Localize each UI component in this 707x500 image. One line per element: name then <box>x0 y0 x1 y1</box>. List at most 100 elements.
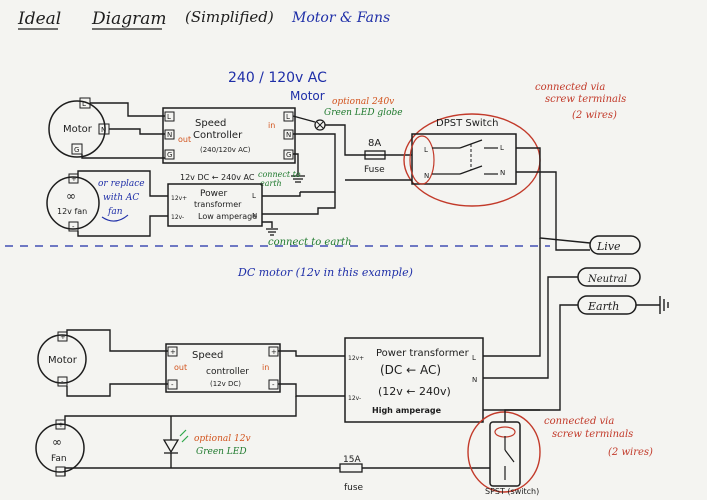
dpst-contacts <box>432 139 498 175</box>
ac-motor-heading: Motor <box>290 89 325 103</box>
ac-replace-note-line3: fan <box>107 207 123 217</box>
dc-pt-line4: High amperage <box>372 406 442 415</box>
ac-speed-controller-line2: Controller <box>193 130 243 141</box>
earth-icon-1 <box>291 175 305 183</box>
earth-icon-2 <box>266 228 278 236</box>
ac-pt-pin-12v-minus: 12v- <box>171 214 184 221</box>
ac-motor-pin-g <box>71 143 83 155</box>
ac-pt-pin-n: N <box>252 212 257 220</box>
dc-speed-controller <box>165 343 281 393</box>
ac-fan-symbol <box>46 176 100 230</box>
dc-fan-infinity-icon: ∞ <box>52 435 62 449</box>
ac-wire-pt-g <box>262 221 273 228</box>
ac-pt-line1: Power <box>200 189 228 199</box>
dc-pt-line3: (12v ← 240v) <box>378 385 451 398</box>
ac-pt-pin-12v-plus: 12v+ <box>171 195 187 202</box>
ac-motor-symbol <box>48 100 106 158</box>
ac-sc-left-pin-l: L <box>167 113 171 121</box>
dc-motor-symbol <box>37 334 87 384</box>
ac-connect-earth-1-line1: connect to <box>258 170 301 179</box>
ac-wire-motor-g <box>81 154 165 159</box>
mains-wire-neutral <box>547 276 578 355</box>
mains-live-label: Live <box>596 240 621 253</box>
dpst-pin-n-out: N <box>500 169 505 177</box>
dc-fan-pin-plus-label: + <box>58 421 64 429</box>
ac-wire-pt-n <box>262 192 336 215</box>
ac-fan-pin-plus-label: + <box>71 175 77 183</box>
dc-screw-terminals-line2: screw terminals <box>552 429 633 440</box>
dc-sc-line3: (12v DC) <box>210 380 241 388</box>
dpst-pin-n: N <box>424 172 429 180</box>
dc-fan-pin-minus-label: - <box>59 468 62 476</box>
dc-motor-pin-plus-label: + <box>60 333 66 341</box>
title-ideal: Ideal <box>17 9 61 29</box>
title-diagram: Diagram <box>91 9 166 29</box>
ac-sc-right-pin-g: G <box>286 151 291 159</box>
spst-lever <box>504 449 515 463</box>
ac-fuse-icon <box>364 150 386 160</box>
mains-earth-label: Earth <box>587 300 619 313</box>
dc-pt-pin-12v-plus: 12v+ <box>348 355 364 362</box>
ac-led-globe-cross-2 <box>316 121 324 129</box>
ac-screw-terminals-line2: screw terminals <box>545 94 626 105</box>
ac-pt-line3: Low amperage <box>198 212 257 221</box>
ac-speed-controller-line1: Speed <box>195 118 226 129</box>
ac-motor-pin-l-label: L <box>82 100 86 108</box>
ac-screw-terminals-line1: connected via <box>535 82 605 93</box>
dpst-switch <box>411 133 517 185</box>
dc-pt-pin-l: L <box>472 354 476 362</box>
dc-sc-in: in <box>262 363 269 372</box>
ac-fuse-label: Fuse <box>364 165 385 175</box>
dc-motor-label: Motor <box>48 355 78 366</box>
ac-wire-motor-l <box>90 102 165 117</box>
ac-wire-pt-l <box>262 192 301 197</box>
dc-sc-out: out <box>174 363 187 372</box>
ac-screw-terminals-line3: (2 wires) <box>572 110 617 121</box>
spst-switch-label: SPST (switch) <box>485 487 539 496</box>
ac-wire-globe-fuse <box>325 124 412 156</box>
title-subject: Motor & Fans <box>291 10 390 26</box>
dc-pt-pin-12v-minus: 12v- <box>348 395 361 402</box>
mains-live-terminal <box>589 235 641 255</box>
ac-sc-left-pin-n: N <box>167 131 172 139</box>
dc-motor-pin-plus <box>57 331 68 342</box>
ac-pt-top-line: 12v DC ← 240v AC <box>180 173 255 182</box>
ac-optional-globe-line1: optional 240v <box>332 97 394 107</box>
ac-sc-right-pin-l: L <box>286 113 290 121</box>
ac-sc-right-pin-n: N <box>286 131 291 139</box>
ac-wire-sc-n <box>293 133 336 193</box>
title-simplified: (Simplified) <box>185 8 274 26</box>
ac-speed-controller-in: in <box>268 121 275 130</box>
dc-sc-pin-out-plus-label: + <box>170 348 176 356</box>
dc-wire-sc-pt-plus <box>278 350 345 357</box>
dc-fuse-rating: 15A <box>343 455 361 465</box>
ac-pt-line2: transformer <box>194 200 242 209</box>
ac-motor-pin-g-label: G <box>74 146 79 154</box>
ac-wire-fan-plus <box>77 170 168 197</box>
dc-heading: DC motor (12v in this example) <box>237 266 413 279</box>
mains-neutral-label: Neutral <box>587 274 627 285</box>
ac-optional-globe-line2: Green LED globe <box>324 108 403 118</box>
dc-motor-pin-minus <box>57 376 68 387</box>
ac-replace-note-line2: with AC <box>103 193 139 203</box>
ac-speed-controller <box>162 107 296 164</box>
dc-pt-line1: Power transformer <box>376 348 470 359</box>
ac-speed-controller-line3: (240/120v AC) <box>200 146 251 154</box>
spst-highlight-circle <box>467 411 541 493</box>
ac-sc-left-pin-g: G <box>167 151 172 159</box>
ac-wire-fan-minus <box>77 215 168 237</box>
ac-motor-pin-n-label: N <box>101 126 106 134</box>
dc-sc-pin-out-minus-label: - <box>171 381 174 389</box>
dc-screw-terminals-line3: (2 wires) <box>608 447 653 458</box>
dc-wire-fan-plus <box>64 396 297 424</box>
mains-earth-icon <box>659 296 669 314</box>
dc-wire-pt-neutral <box>483 355 549 379</box>
ac-wire-sc-g <box>293 153 299 175</box>
dc-pt-line2: (DC ← AC) <box>380 363 441 377</box>
ac-fan-pin-minus-label: - <box>72 223 75 231</box>
ac-fan-infinity-icon: ∞ <box>66 189 76 203</box>
ac-wire-switch-neutral <box>516 171 590 251</box>
ac-pt-pin-l: L <box>252 192 256 200</box>
ac-wire-sc-globe <box>292 115 316 123</box>
